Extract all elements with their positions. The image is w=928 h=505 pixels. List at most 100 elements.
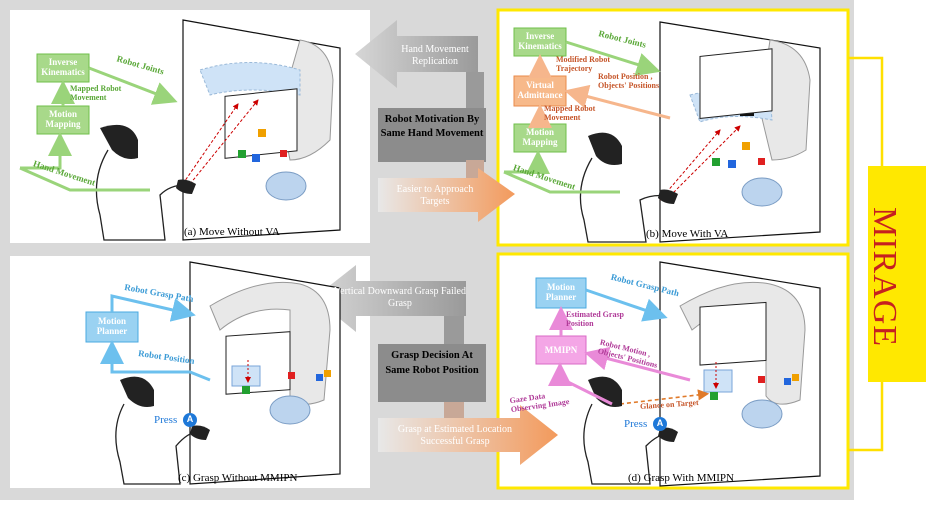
estimated-location-arrow <box>378 405 558 465</box>
vr-headset-b <box>588 132 622 165</box>
caption-c: (c) Grasp Without MMIPN <box>178 472 298 484</box>
label-traj-b: Modified Robot Trajectory <box>556 55 610 73</box>
arrow-pos-b <box>564 84 671 120</box>
arrow-path-d <box>585 288 668 322</box>
arrow-path-c <box>110 294 196 322</box>
table-d <box>699 301 767 366</box>
ray-a2 <box>179 103 239 189</box>
cube-green-a <box>238 150 246 158</box>
label-ik-b: Inverse Kinematics <box>518 31 562 51</box>
robot-base-b <box>741 177 783 207</box>
cube-red-d <box>758 376 765 383</box>
a-button-d <box>653 417 667 431</box>
cube-blue-d <box>784 378 791 385</box>
target-d <box>703 369 733 393</box>
label-motivation: Robot Motivation By Same Hand Movement <box>380 114 484 139</box>
label-vertical-grasp: Vertical Downward Grasp Failed Grasp <box>334 286 466 309</box>
vertical-grasp-arrow <box>314 265 466 332</box>
cube-green-c <box>242 386 250 394</box>
cube-blue-c <box>316 374 323 381</box>
controller-c <box>190 425 210 440</box>
arrow-joints-b <box>565 40 661 77</box>
cube-green-b <box>712 158 720 166</box>
label-mm-a: Motion Mapping <box>45 109 81 129</box>
cube-green-d <box>710 392 718 400</box>
robot-base-c <box>269 395 311 425</box>
panel-c-scene <box>85 261 341 485</box>
arrow-hand-b <box>503 170 620 194</box>
caption-d: (d) Grasp With MMIPN <box>628 472 734 484</box>
cube-orange-a <box>258 129 266 137</box>
robot-base-a <box>265 171 307 201</box>
mirage-title: MIRAGE <box>866 206 903 348</box>
controller-a <box>176 179 196 194</box>
cube-red-b <box>758 158 765 165</box>
easier-arrow <box>378 168 515 222</box>
box-mmipn-d <box>535 335 587 365</box>
arrow-hand-b-up <box>504 150 550 174</box>
arrow-gaze-d <box>548 362 613 406</box>
mirage-badge <box>868 166 926 382</box>
label-va-b: Virtual Admittance <box>517 80 563 100</box>
ray-b1 <box>669 125 741 197</box>
connector-bottom-top <box>444 316 464 344</box>
arrow-pos-c <box>100 340 211 382</box>
panel-b-scene <box>503 21 821 243</box>
table-a <box>224 88 298 159</box>
caption-b: (b) Move With VA <box>646 228 729 240</box>
label-mp-d: Motion Planner <box>545 282 577 302</box>
vr-headset-c <box>120 376 154 407</box>
person-a <box>95 149 186 241</box>
label-mapped-b: Mapped Robot Movement <box>544 104 596 122</box>
motivation-box <box>378 108 486 162</box>
a-button-c <box>183 413 197 427</box>
table-b <box>699 48 773 119</box>
label-easier: Easier to Approach Targets <box>396 184 474 207</box>
cube-blue-b <box>728 160 736 168</box>
panel-d-scene <box>535 261 821 487</box>
box-va-b <box>513 75 567 107</box>
label-mmipn-d: MMIPN <box>544 345 578 355</box>
center-top-group <box>355 20 515 222</box>
vr-headset-a <box>100 124 138 159</box>
controller-d <box>658 427 678 442</box>
ray-a1 <box>189 99 259 185</box>
mirage-bracket <box>848 56 884 452</box>
grasp-decision-box <box>378 344 486 402</box>
cube-blue-a <box>252 154 260 162</box>
label-mm-b: Motion Mapping <box>522 127 558 147</box>
box-mp-c <box>85 311 139 343</box>
label-ik-a: Inverse Kinematics <box>41 57 85 77</box>
label-grasp-decision: Grasp Decision At Same Robot Position <box>385 350 479 376</box>
label-mapped-a: Mapped Robot Movement <box>70 84 122 102</box>
person-b <box>579 157 669 243</box>
controller-b <box>658 189 678 204</box>
arrow-joints-a <box>88 66 178 105</box>
label-est-d: Estimated Grasp Position <box>566 310 624 328</box>
robot-arm-c <box>209 281 331 405</box>
ray-b2 <box>659 129 721 201</box>
glance-arrow-d <box>619 389 710 405</box>
robot-base-d <box>741 399 783 429</box>
cube-red-c <box>288 372 295 379</box>
arrow-motion-d <box>584 346 691 382</box>
box-mp-d <box>535 277 587 309</box>
target-c <box>231 365 261 387</box>
label-press-d: Press <box>624 418 648 430</box>
cube-orange-b <box>742 142 750 150</box>
label-estimated-location: Grasp at Estimated Location Successful G… <box>397 424 513 447</box>
cube-orange-d <box>792 374 799 381</box>
center-bottom-group <box>314 265 558 465</box>
button-label-c: A <box>186 414 194 424</box>
panel-a-scene <box>19 19 341 241</box>
cube-orange-c <box>324 370 331 377</box>
connector-bottom-mid <box>444 402 464 418</box>
cube-red-a <box>280 150 287 157</box>
replication-arrow <box>355 20 478 88</box>
button-label-d: A <box>656 418 664 428</box>
caption-a: (a) Move Without VA <box>184 226 280 238</box>
label-pos-b: Robot Position , Objects' Positions <box>598 72 660 90</box>
arrow-hand-a-up <box>20 132 72 170</box>
